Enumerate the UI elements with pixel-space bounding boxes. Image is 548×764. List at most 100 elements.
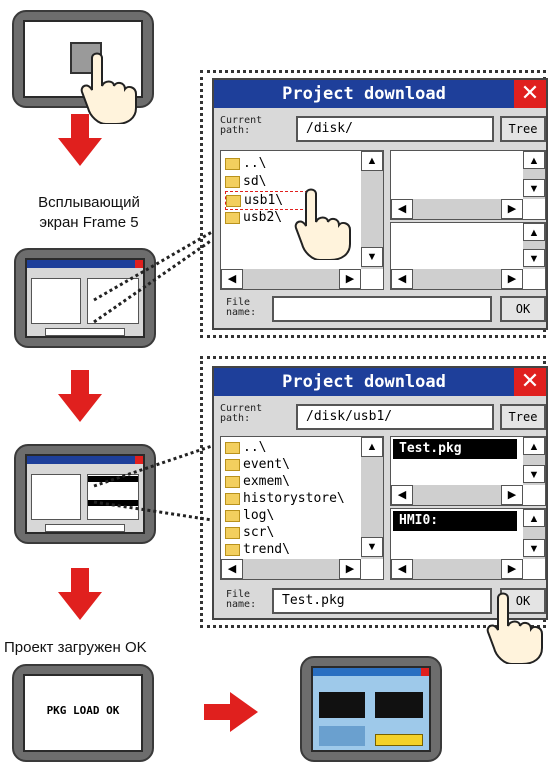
caption-popup: Всплывающий экран Frame 5 [38,194,140,231]
hmi-screen-loaded: PKG LOAD OK [12,664,154,762]
scroll-left-icon[interactable]: ◀ [221,559,243,579]
close-icon[interactable]: ✕ [514,80,546,108]
file-name-label: File name: [226,297,257,318]
pointing-hand-icon [80,52,137,124]
folder-item[interactable]: trend\ [225,541,290,558]
scroll-right-icon[interactable]: ▶ [501,199,523,219]
scroll-left-icon[interactable]: ◀ [391,559,413,579]
scroll-up-icon[interactable]: ▲ [523,223,545,241]
arrow-down-icon [58,370,102,422]
scroll-right-icon[interactable]: ▶ [339,269,361,289]
current-path-field[interactable]: /disk/ [296,116,494,142]
scroll-left-icon[interactable]: ◀ [221,269,243,289]
folder-icon [225,475,240,488]
scroll-down-icon[interactable]: ▼ [523,249,545,267]
arrow-right-icon [204,692,258,732]
scroll-right-icon[interactable]: ▶ [501,559,523,579]
project-buttons [375,734,423,746]
folder-item[interactable]: exmem\ [225,473,290,490]
current-path-field[interactable]: /disk/usb1/ [296,404,494,430]
folder-item[interactable]: usb2\ [225,209,282,226]
mini-file-pane [31,474,81,520]
scroll-right-icon[interactable]: ▶ [501,269,523,289]
scroll-down-icon[interactable]: ▼ [361,537,383,557]
scroll-up-icon[interactable]: ▲ [361,151,383,171]
mini-title-bar [27,456,143,464]
folder-item[interactable]: ..\ [225,439,266,456]
scroll-right-icon[interactable]: ▶ [339,559,361,579]
hmi-screen-popup [14,248,156,348]
hmi-screen-start [12,10,154,124]
mini-file-pane [31,278,81,324]
dialog-title: Project download [214,368,514,396]
close-icon[interactable]: ✕ [514,368,546,396]
folder-icon [225,492,240,505]
folder-item[interactable]: scr\ [225,524,274,541]
tree-button[interactable]: Tree [500,116,546,142]
horizontal-scrollbar[interactable] [391,559,523,579]
mini-dialog [25,258,145,338]
scroll-up-icon[interactable]: ▲ [523,437,545,455]
mini-dialog-usb [25,454,145,534]
scroll-left-icon[interactable]: ◀ [391,199,413,219]
project-trend-1 [319,692,365,718]
scroll-down-icon[interactable]: ▼ [523,179,545,197]
scroll-down-icon[interactable]: ▼ [361,247,383,267]
caption-loaded: Проект загружен OK [4,639,147,656]
horizontal-scrollbar[interactable] [221,269,361,289]
hmi-screen-project [300,656,442,762]
scroll-left-icon[interactable]: ◀ [391,485,413,505]
file-list-item-selected[interactable]: Test.pkg [393,439,517,459]
scroll-down-icon[interactable]: ▼ [523,465,545,483]
folder-icon [225,458,240,471]
folder-item[interactable]: ..\ [225,155,266,172]
project-download-dialog-1: Project download ✕ Current path: /disk/ … [212,78,548,330]
folder-icon [225,157,240,170]
mini-title-bar [27,260,143,268]
horizontal-scrollbar[interactable] [221,559,361,579]
device-list-item-selected[interactable]: HMI0: [393,511,517,531]
mini-name-field [45,328,125,336]
project-display [311,666,431,752]
file-name-field[interactable]: Test.pkg [272,588,492,614]
scroll-left-icon[interactable]: ◀ [391,269,413,289]
project-title-bar [313,668,429,676]
folder-icon [225,509,240,522]
scroll-up-icon[interactable]: ▲ [361,437,383,457]
folder-item[interactable]: sd\ [225,173,266,190]
horizontal-scrollbar[interactable] [391,269,523,289]
folder-icon [225,526,240,539]
mini-list-pane [87,278,139,324]
file-list-pane: ▲ ▼ ◀ ▶ [390,150,546,220]
horizontal-scrollbar[interactable] [391,199,523,219]
folder-icon [225,441,240,454]
scroll-right-icon[interactable]: ▶ [501,485,523,505]
mini-highlight [88,500,138,506]
folder-item[interactable]: event\ [225,456,290,473]
folder-item[interactable]: log\ [225,507,274,524]
current-path-label: Current path: [220,403,263,424]
ok-button[interactable]: OK [500,296,546,322]
folder-item-selected[interactable]: usb1\ [225,191,313,210]
arrow-down-icon [58,114,102,166]
project-close [421,668,429,676]
current-path-label: Current path: [220,115,263,136]
pointing-hand-icon [294,188,351,260]
project-trend-2 [375,692,423,718]
scroll-up-icon[interactable]: ▲ [523,151,545,169]
arrow-down-icon [58,568,102,620]
vertical-scrollbar[interactable] [361,151,383,269]
folder-item[interactable]: historystore\ [225,490,345,507]
horizontal-scrollbar[interactable] [391,485,523,505]
file-name-label: File name: [226,589,257,610]
scroll-up-icon[interactable]: ▲ [523,509,545,527]
dialog-title: Project download [214,80,514,108]
hmi-screen-usb [14,444,156,544]
file-name-field[interactable] [272,296,492,322]
vertical-scrollbar[interactable] [361,437,383,559]
scroll-down-icon[interactable]: ▼ [523,539,545,557]
project-panel [319,726,365,746]
folder-list-pane: ..\ event\ exmem\ historystore\ log\ scr… [220,436,384,580]
tree-button[interactable]: Tree [500,404,546,430]
